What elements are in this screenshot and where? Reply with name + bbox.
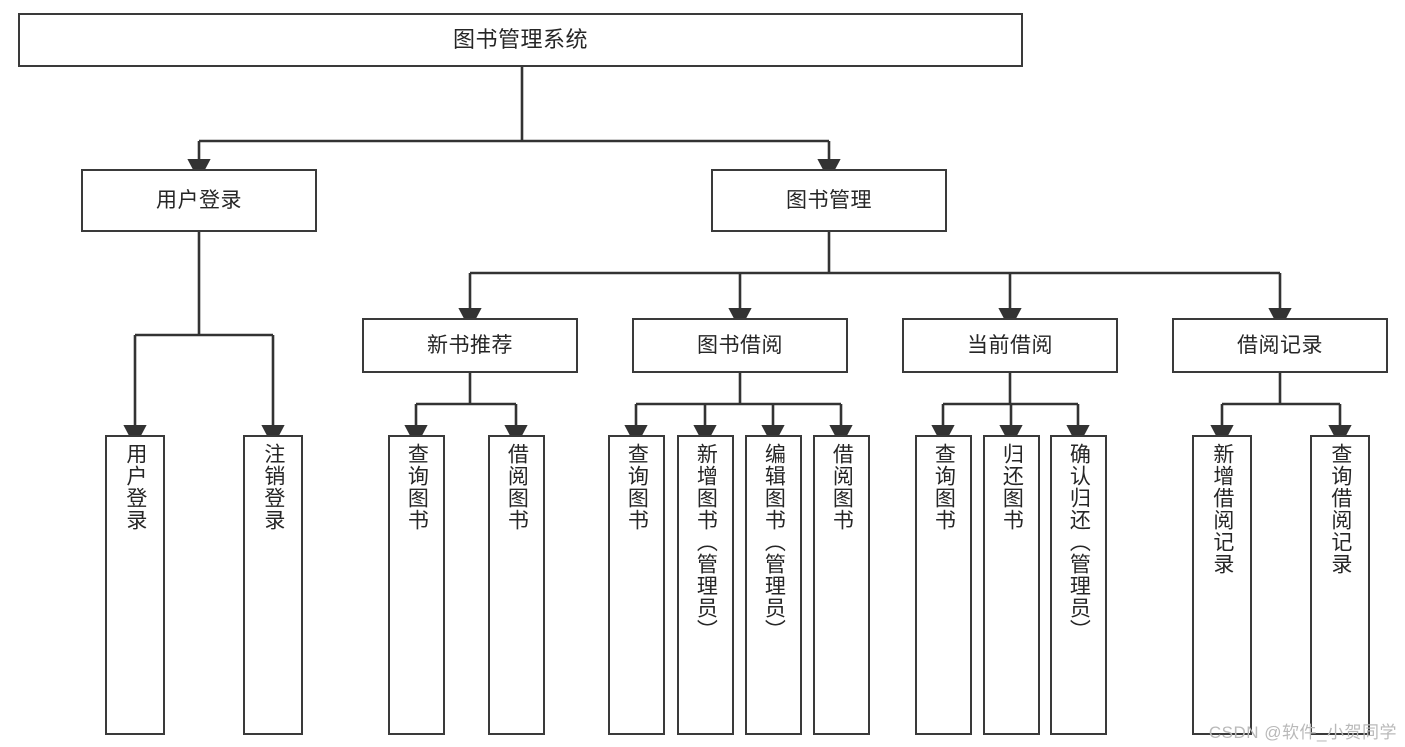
- node-leaf-1[interactable]: 用户登录: [105, 435, 165, 735]
- node-leaf-9[interactable]: 查询图书: [915, 435, 972, 735]
- node-leaf-4-label: 借阅图书: [505, 443, 529, 531]
- node-level2-1[interactable]: 用户登录: [81, 169, 317, 232]
- node-level3-1[interactable]: 新书推荐: [362, 318, 578, 373]
- node-leaf-1-label: 用户登录: [123, 443, 147, 531]
- node-level3-1-label: 新书推荐: [427, 333, 513, 357]
- node-leaf-5[interactable]: 查询图书: [608, 435, 665, 735]
- node-level3-3-label: 当前借阅: [967, 333, 1053, 357]
- node-leaf-4[interactable]: 借阅图书: [488, 435, 545, 735]
- node-leaf-3[interactable]: 查询图书: [388, 435, 445, 735]
- node-leaf-10-label: 归还图书: [1000, 443, 1024, 531]
- watermark-text: CSDN @软件_小贺同学: [1208, 723, 1397, 742]
- node-level2-2[interactable]: 图书管理: [711, 169, 947, 232]
- node-leaf-13[interactable]: 查询借阅记录: [1310, 435, 1370, 735]
- node-level2-1-label: 用户登录: [156, 188, 242, 212]
- node-leaf-8-label: 借阅图书: [830, 443, 854, 531]
- node-leaf-6[interactable]: 新增图书（管理员）: [677, 435, 734, 735]
- node-leaf-11[interactable]: 确认归还（管理员）: [1050, 435, 1107, 735]
- node-root[interactable]: 图书管理系统: [18, 13, 1023, 67]
- node-leaf-2-label: 注销登录: [261, 443, 285, 531]
- node-root-label: 图书管理系统: [452, 26, 588, 52]
- node-leaf-6-label: 新增图书（管理员）: [694, 443, 718, 641]
- node-leaf-8[interactable]: 借阅图书: [813, 435, 870, 735]
- node-leaf-11-label: 确认归还（管理员）: [1067, 443, 1091, 641]
- node-level3-2[interactable]: 图书借阅: [632, 318, 848, 373]
- node-level3-2-label: 图书借阅: [697, 333, 783, 357]
- node-leaf-7-label: 编辑图书（管理员）: [762, 443, 786, 641]
- node-leaf-10[interactable]: 归还图书: [983, 435, 1040, 735]
- node-leaf-12-label: 新增借阅记录: [1210, 443, 1234, 575]
- node-leaf-7[interactable]: 编辑图书（管理员）: [745, 435, 802, 735]
- node-level3-3[interactable]: 当前借阅: [902, 318, 1118, 373]
- node-leaf-5-label: 查询图书: [625, 443, 649, 531]
- node-leaf-12[interactable]: 新增借阅记录: [1192, 435, 1252, 735]
- node-leaf-2[interactable]: 注销登录: [243, 435, 303, 735]
- node-leaf-3-label: 查询图书: [405, 443, 429, 531]
- node-leaf-9-label: 查询图书: [932, 443, 956, 531]
- node-level3-4[interactable]: 借阅记录: [1172, 318, 1388, 373]
- node-leaf-13-label: 查询借阅记录: [1328, 443, 1352, 575]
- node-level2-2-label: 图书管理: [786, 188, 872, 212]
- node-level3-4-label: 借阅记录: [1237, 333, 1323, 357]
